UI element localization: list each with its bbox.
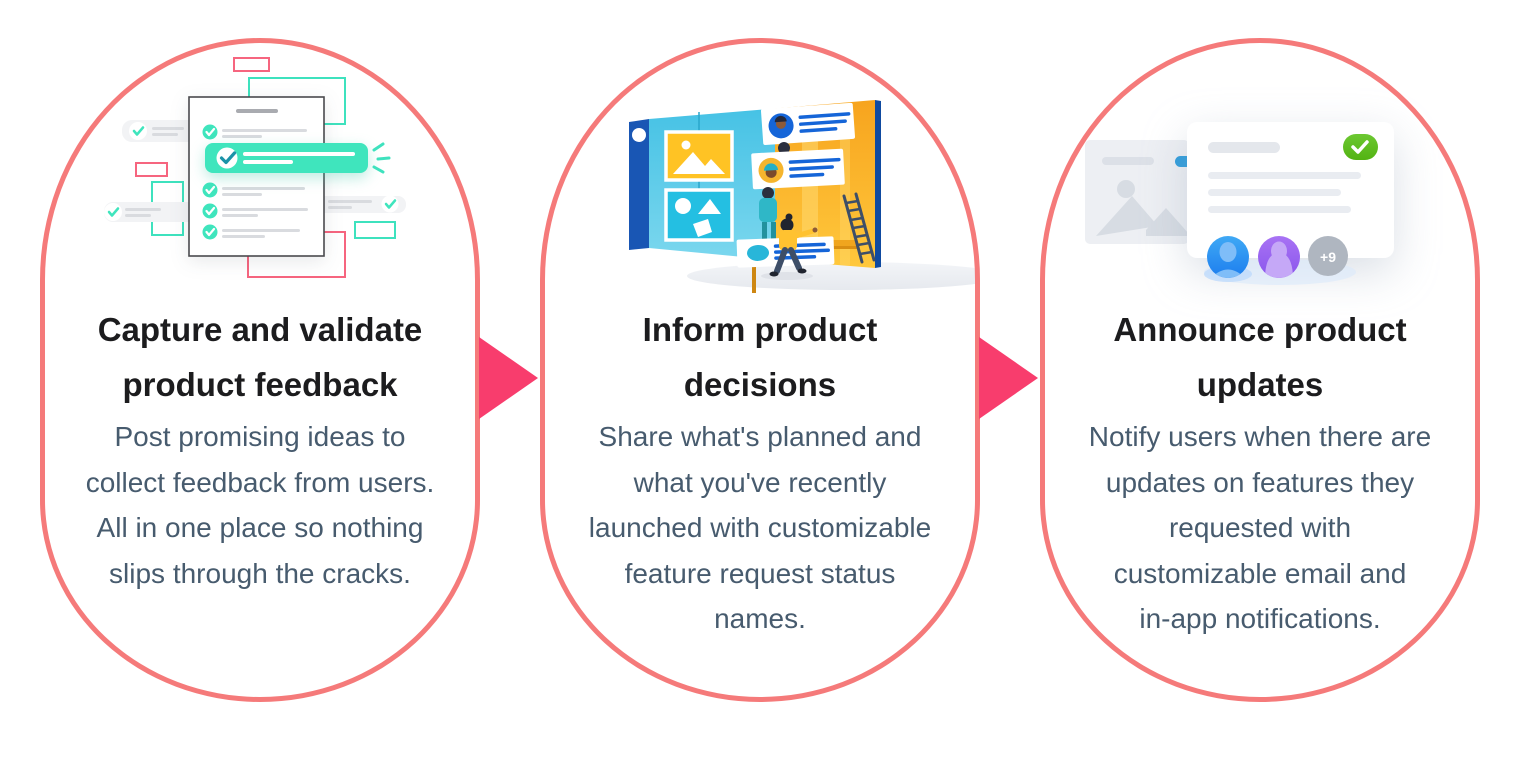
card-title: Inform product decisions [642, 311, 878, 403]
arrow-right-icon [979, 337, 1038, 419]
card-title: Announce product updates [1113, 311, 1407, 403]
arrow-right-icon [479, 337, 538, 419]
card-outline [40, 38, 480, 702]
card-title: Capture and validate product feedback [97, 311, 423, 403]
card-outline [1040, 38, 1480, 702]
card-outline [540, 38, 980, 702]
